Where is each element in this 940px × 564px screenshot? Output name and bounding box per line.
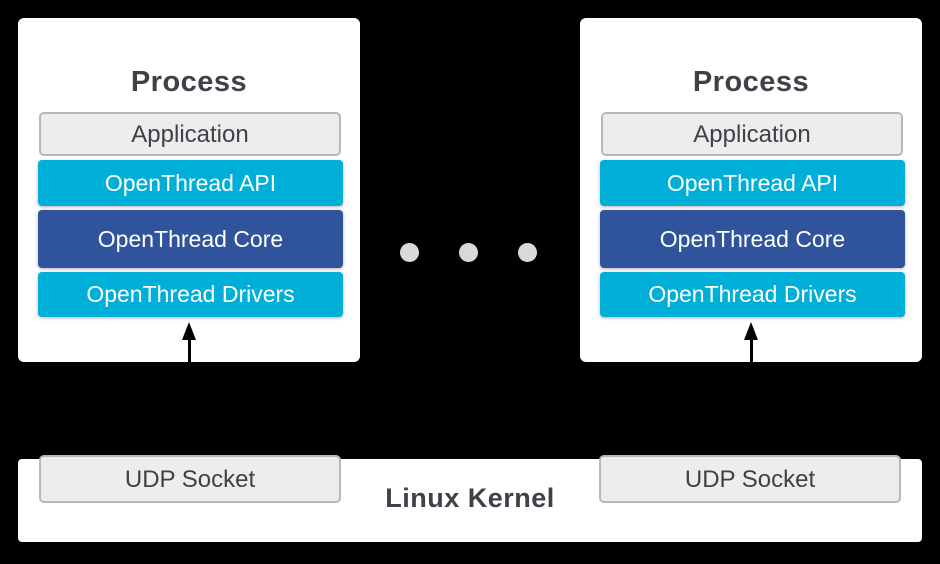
layer-application: Application (601, 112, 903, 156)
layer-openthread-core: OpenThread Core (600, 210, 905, 268)
layer-openthread-drivers: OpenThread Drivers (38, 272, 343, 317)
layer-application: Application (39, 112, 341, 156)
process-panel-right: Process Application OpenThread API OpenT… (580, 18, 922, 362)
process-title: Process (692, 66, 810, 98)
layer-openthread-drivers: OpenThread Drivers (600, 272, 905, 317)
linux-kernel-label: Linux Kernel (385, 483, 555, 513)
layer-openthread-api: OpenThread API (600, 160, 905, 206)
process-panel-left: Process Application OpenThread API OpenT… (18, 18, 360, 362)
udp-socket-right: UDP Socket (599, 455, 901, 503)
ellipsis-dot (400, 243, 419, 262)
layer-openthread-api: OpenThread API (38, 160, 343, 206)
arrowhead-icon (744, 322, 758, 340)
up-arrow-icon (182, 322, 197, 362)
layer-openthread-core: OpenThread Core (38, 210, 343, 268)
udp-socket-left: UDP Socket (39, 455, 341, 503)
arrow-stem (750, 336, 753, 362)
up-arrow-icon (744, 322, 759, 362)
arrow-stem (188, 336, 191, 362)
arrowhead-icon (182, 322, 196, 340)
process-title: Process (130, 66, 248, 98)
ellipsis-dot (518, 243, 537, 262)
ellipsis-dot (459, 243, 478, 262)
